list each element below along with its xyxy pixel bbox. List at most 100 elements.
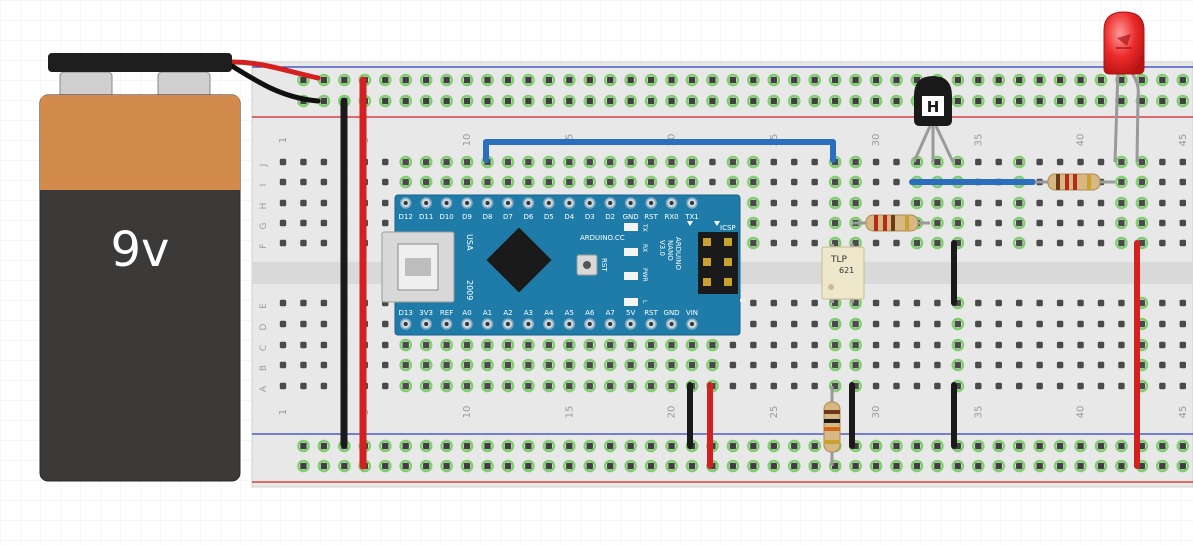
arduino-pin-label-top: RST [644,213,658,221]
breadboard-hole-active [440,94,453,108]
breadboard-hole [811,199,818,207]
breadboard-hole [668,178,675,186]
breadboard-hole [770,361,777,369]
breadboard-hole [750,462,757,470]
breadboard-hole-active [419,175,433,189]
arduino-pin-label-top: D11 [419,213,433,221]
arduino-pin-label-top: D10 [439,213,453,221]
breadboard-hole [811,158,818,166]
breadboard-hole-active [767,73,781,87]
led-red [1103,11,1145,163]
arduino-pin-hole [567,201,572,205]
arduino-pin-hole [465,322,470,326]
breadboard-hole [668,158,675,166]
breadboard-hole [320,158,328,166]
breadboard-hole-active [460,338,474,352]
breadboard-hole [893,178,900,186]
breadboard-hole [770,97,777,105]
breadboard-hole [954,361,962,369]
breadboard-hole-active [869,439,883,453]
breadboard-hole [872,299,880,307]
breadboard-hole [709,97,716,105]
breadboard-hole-active [338,459,351,473]
breadboard-hole [1138,462,1146,470]
breadboard-hole-active [562,175,576,189]
breadboard-hole [1036,442,1043,450]
breadboard-hole [934,219,941,227]
breadboard-hole-active [951,459,965,473]
breadboard-hole [586,382,593,390]
breadboard-hole [586,361,593,369]
breadboard-hole [382,76,389,84]
breadboard-hole-active [603,155,617,169]
breadboard-hole-active [481,73,494,87]
breadboard-hole-active [726,94,740,108]
breadboard-hole [1138,341,1146,349]
breadboard-hole [1159,341,1166,349]
breadboard-hole [566,361,573,369]
breadboard-hole-active [1156,459,1169,473]
breadboard-hole [1138,239,1146,247]
breadboard-hole [750,97,757,105]
breadboard-hole-active [419,94,433,108]
breadboard-hole [504,361,512,369]
breadboard-hole [1056,239,1064,247]
breadboard-hole-active [583,155,597,169]
breadboard-hole [913,299,921,307]
breadboard-hole [586,76,593,84]
breadboard-hole [566,158,573,166]
breadboard-hole-active [644,155,658,169]
breadboard-hole [1036,382,1043,390]
arduino-pin-hole [546,201,551,205]
breadboard-hole-active [828,175,842,189]
arduino-pin-hole [546,322,551,326]
breadboard-hole [545,178,553,186]
column-number-top: 30 [871,134,882,147]
breadboard-hole-active [501,439,515,453]
breadboard-hole-active [1115,196,1128,210]
breadboard-hole [300,199,307,207]
breadboard-hole [1138,219,1146,227]
breadboard-hole [1097,320,1105,328]
breadboard-hole-active [1012,196,1026,210]
breadboard-hole [320,382,328,390]
breadboard-hole [975,76,982,84]
breadboard-hole-active [747,175,760,189]
breadboard-hole-active [706,73,719,87]
column-number-bottom: 10 [462,406,473,419]
breadboard-hole [995,361,1002,369]
breadboard-hole [872,361,880,369]
arduino-model-line-1: ARDUINO [674,237,682,270]
breadboard-hole [668,76,675,84]
breadboard-hole-active [992,459,1006,473]
breadboard-hole [750,76,757,84]
breadboard-hole-active [1012,236,1026,250]
arduino-pin-hole [485,322,490,326]
breadboard-hole-active [644,73,658,87]
breadboard-hole-active [297,439,310,453]
breadboard-hole [1036,320,1043,328]
breadboard-hole-active [849,196,862,210]
breadboard-hole-active [440,459,453,473]
breadboard-hole [341,76,348,84]
breadboard-hole [1179,158,1186,166]
led-tx [624,223,638,231]
breadboard-hole [791,97,798,105]
breadboard-hole [1036,462,1043,470]
breadboard-hole [279,320,287,328]
breadboard-hole [1077,341,1084,349]
breadboard-hole [770,76,777,84]
breadboard-hole [545,158,553,166]
breadboard-hole-active [419,379,433,393]
breadboard-hole-active [767,439,781,453]
breadboard-hole [566,382,573,390]
breadboard-hole [300,178,307,186]
breadboard-hole [1036,341,1043,349]
breadboard-hole-active [828,459,842,473]
breadboard-hole [750,361,757,369]
breadboard-hole [688,158,696,166]
breadboard-hole [402,361,409,369]
breadboard-hole-active [951,317,965,331]
breadboard-hole-active [951,73,965,87]
breadboard-hole-active [481,439,494,453]
